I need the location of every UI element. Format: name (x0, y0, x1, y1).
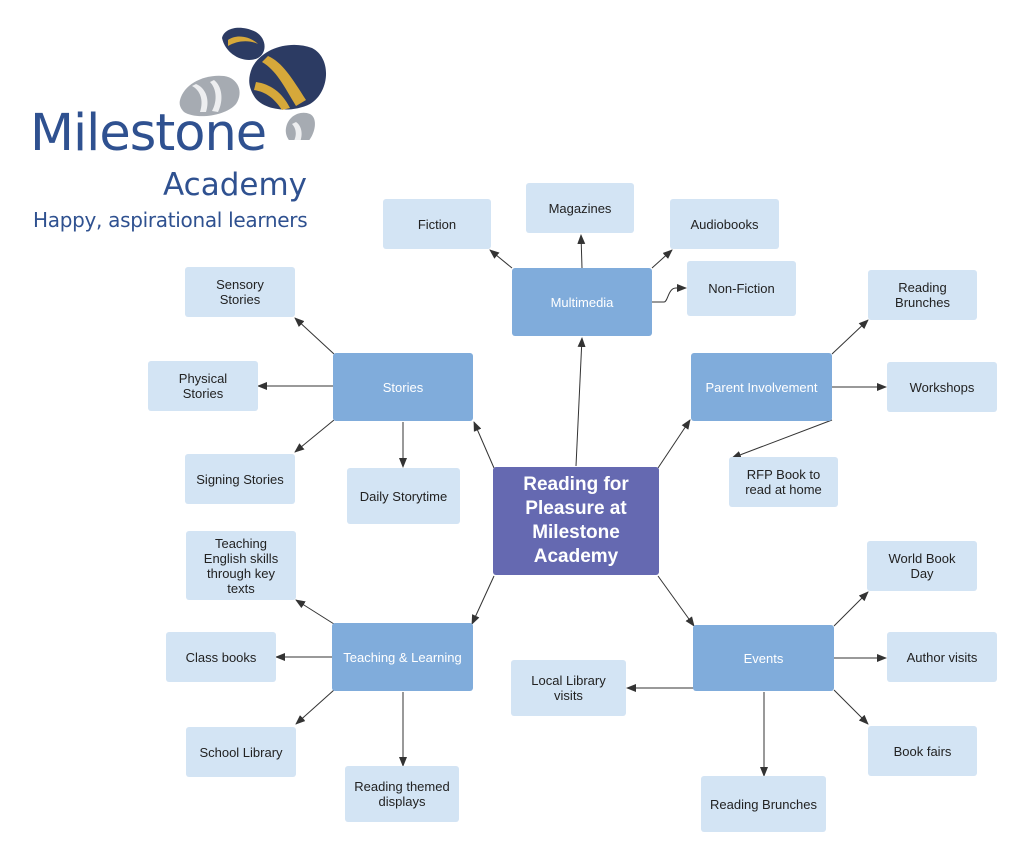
leaf-label: Daily Storytime (359, 488, 448, 504)
leaf-reading-brunches-parent: Reading Brunches (868, 270, 977, 320)
leaf-label: Non-Fiction (708, 281, 775, 296)
logo-subname-text: Academy (163, 167, 307, 203)
leaf-book-fairs: Book fairs (868, 726, 977, 776)
hub-parent-involvement: Parent Involvement (691, 353, 832, 421)
leaf-daily-storytime: Daily Storytime (347, 468, 460, 524)
hub-teaching-learning: Teaching & Learning (332, 623, 473, 691)
hub-stories-label: Stories (382, 379, 424, 395)
leaf-label: Book fairs (893, 743, 952, 759)
leaf-audiobooks: Audiobooks (670, 199, 779, 249)
leaf-local-library-visits: Local Library visits (511, 660, 626, 716)
leaf-themed-displays: Reading themed displays (345, 766, 459, 822)
leaf-label: School Library (199, 744, 283, 760)
leaf-label: Teaching English skills through key text… (203, 535, 279, 596)
leaf-physical-stories: Physical Stories (148, 361, 258, 411)
hub-events: Events (693, 625, 834, 691)
leaf-label: Class books (185, 649, 257, 665)
leaf-label: World Book Day (888, 551, 956, 581)
hub-stories: Stories (333, 353, 473, 421)
leaf-label: Audiobooks (690, 216, 759, 232)
leaf-sensory-stories: Sensory Stories (185, 267, 295, 317)
center-node-label: Reading for Pleasure at Milestone Academ… (523, 474, 629, 567)
leaf-magazines: Magazines (526, 183, 634, 233)
pebbles-logo-icon (179, 27, 327, 140)
leaf-school-library: School Library (186, 727, 296, 777)
leaf-fiction: Fiction (383, 199, 491, 249)
logo-name-text: Milestone (30, 104, 267, 163)
leaf-workshops: Workshops (887, 362, 997, 412)
leaf-label: Reading Brunches (710, 796, 817, 812)
leaf-label: Magazines (548, 200, 612, 216)
hub-teaching-label: Teaching & Learning (343, 649, 462, 665)
leaf-english-skills: Teaching English skills through key text… (186, 531, 296, 600)
leaf-label: Local Library visits (531, 673, 606, 703)
leaf-label: Fiction (417, 216, 457, 232)
leaf-label: Author visits (906, 649, 978, 665)
hub-multimedia-label: Multimedia (550, 294, 614, 310)
leaf-author-visits: Author visits (887, 632, 997, 682)
hub-events-label: Events (743, 650, 784, 666)
leaf-label: Sensory Stories (216, 277, 264, 307)
leaf-label: Workshops (909, 379, 975, 395)
center-node: Reading for Pleasure at Milestone Academ… (493, 467, 659, 575)
leaf-signing-stories: Signing Stories (185, 454, 295, 504)
leaf-class-books: Class books (166, 632, 276, 682)
milestone-academy-logo: Milestone Academy Happy, aspirational le… (0, 0, 340, 250)
leaf-label: RFP Book to read at home (745, 467, 822, 497)
leaf-label: Reading themed displays (354, 779, 450, 809)
hub-multimedia: Multimedia (512, 268, 652, 336)
leaf-rfp-book: RFP Book to read at home (729, 457, 838, 507)
hub-parent-label: Parent Involvement (705, 379, 818, 395)
leaf-reading-brunches-events: Reading Brunches (701, 776, 826, 832)
logo-tagline-text: Happy, aspirational learners (33, 208, 308, 232)
leaf-label: Physical Stories (178, 371, 228, 401)
leaf-world-book-day: World Book Day (867, 541, 977, 591)
leaf-label: Reading Brunches (895, 280, 950, 310)
leaf-label: Signing Stories (196, 471, 284, 487)
leaf-non-fiction: Non-Fiction (687, 261, 796, 316)
